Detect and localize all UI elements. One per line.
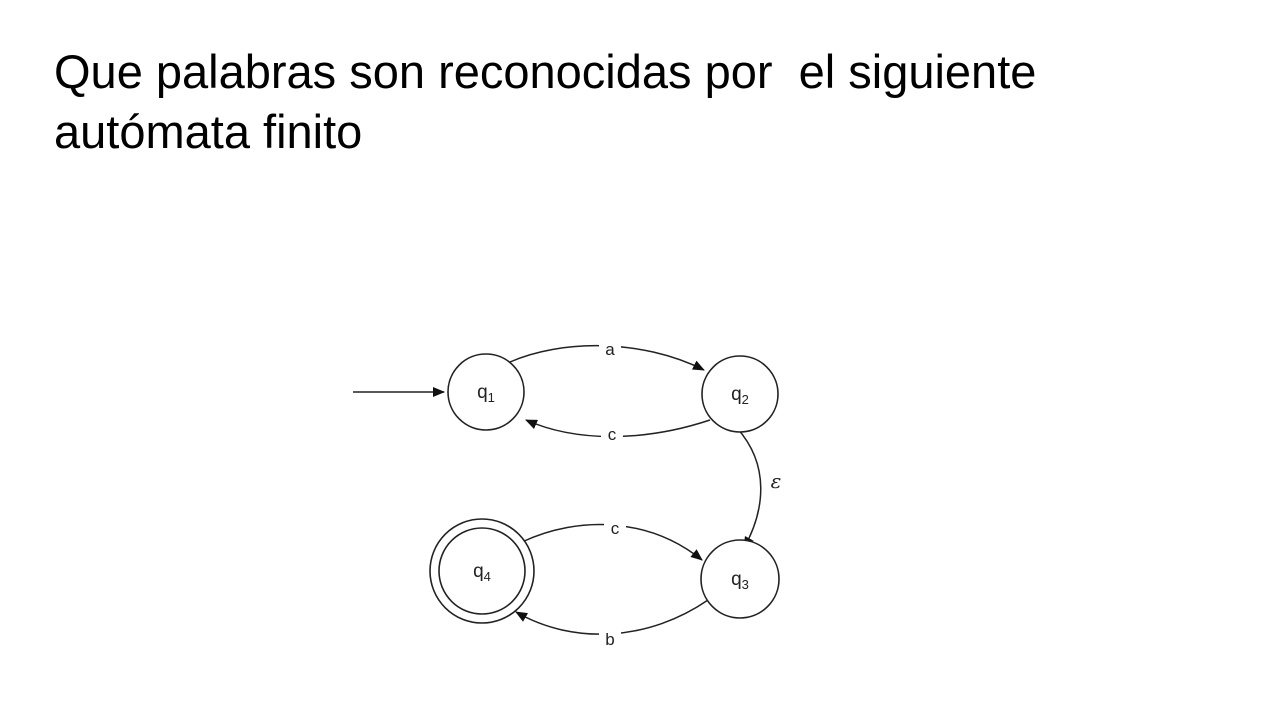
slide-title-line-2: autómata finito: [54, 105, 363, 158]
svg-text:q1: q1: [477, 382, 495, 405]
svg-text:q4: q4: [473, 561, 491, 584]
state-q3: q3: [700, 539, 780, 619]
state-q1-sub: 1: [488, 390, 495, 405]
svg-text:q3: q3: [731, 569, 749, 592]
state-q4-name: q: [473, 561, 484, 582]
edge-label-c-top: c: [608, 425, 617, 444]
edge-label-epsilon: ε: [771, 469, 782, 493]
svg-text:q2: q2: [731, 384, 749, 407]
transition-q2-q3: [736, 427, 762, 549]
state-q3-sub: 3: [742, 577, 749, 592]
state-q1: q1: [447, 353, 525, 431]
slide-title-line-1: Que palabras son reconocidas por el sigu…: [54, 45, 1037, 98]
state-q3-name: q: [731, 569, 742, 590]
state-q4: q4: [429, 518, 535, 624]
state-q1-name: q: [477, 382, 488, 403]
slide-title: Que palabras son reconocidas por el sigu…: [54, 42, 1234, 162]
state-q2: q2: [701, 355, 779, 433]
state-q4-sub: 4: [484, 569, 491, 584]
state-q2-name: q: [731, 384, 742, 405]
state-q2-sub: 2: [742, 392, 749, 407]
edge-label-c-bottom: c: [611, 519, 620, 538]
edge-label-a: a: [605, 340, 615, 359]
edge-label-b: b: [605, 630, 614, 649]
